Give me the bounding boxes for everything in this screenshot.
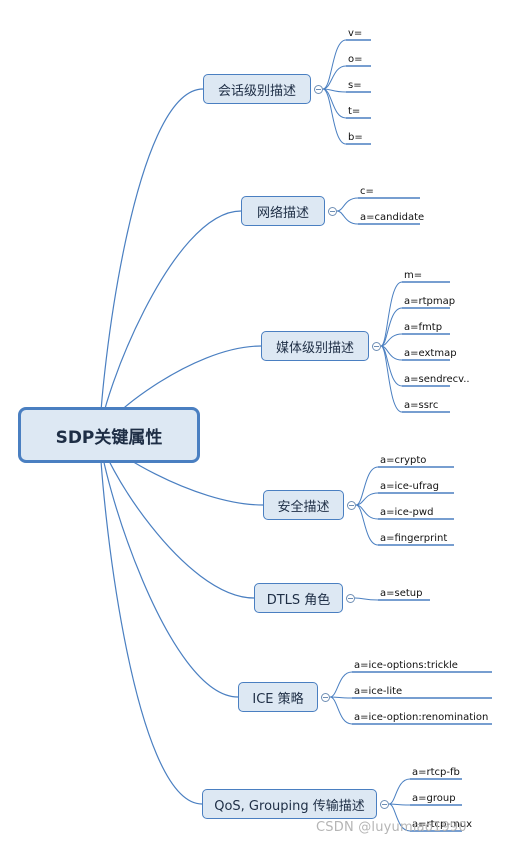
root-node[interactable]: SDP关键属性: [18, 407, 200, 463]
leaf-label[interactable]: a=ice-pwd: [380, 507, 434, 518]
leaf-label[interactable]: a=ice-ufrag: [380, 481, 439, 492]
collapse-toggle-icon[interactable]: [321, 692, 330, 702]
branch-node[interactable]: 安全描述: [263, 490, 344, 520]
leaf-connector: [355, 492, 379, 506]
leaf-label[interactable]: a=ice-options:trickle: [354, 660, 458, 671]
branch-node[interactable]: ICE 策略: [238, 682, 318, 712]
leaf-label[interactable]: a=rtpmap: [404, 296, 456, 307]
leaf-label[interactable]: a=group: [412, 793, 456, 804]
leaf-connector: [380, 307, 403, 347]
leaf-connector: [388, 778, 411, 805]
leaf-label[interactable]: a=rtcp-mux: [412, 819, 472, 830]
leaf-label[interactable]: a=fmtp: [404, 322, 443, 333]
leaf-label[interactable]: o=: [348, 54, 363, 65]
leaf-label[interactable]: a=ice-option:renomination: [354, 712, 489, 723]
leaf-label[interactable]: a=ssrc: [404, 400, 439, 411]
leaf-label[interactable]: s=: [348, 80, 362, 91]
leaf-connector: [388, 803, 411, 806]
leaf-label[interactable]: v=: [348, 28, 363, 39]
collapse-toggle-icon[interactable]: [380, 799, 389, 809]
leaf-connector: [329, 696, 353, 725]
leaf-label[interactable]: t=: [348, 106, 361, 117]
branch-node[interactable]: 网络描述: [241, 196, 325, 226]
leaf-connector: [329, 696, 353, 699]
branch-node[interactable]: QoS, Grouping 传输描述: [202, 789, 377, 819]
leaf-connector: [388, 803, 411, 832]
leaf-connector: [380, 345, 403, 413]
branch-connector: [99, 434, 239, 698]
leaf-label[interactable]: c=: [360, 186, 374, 197]
leaf-connector: [329, 671, 353, 698]
branch-node[interactable]: DTLS 角色: [254, 583, 343, 613]
branch-connector: [99, 434, 203, 805]
leaf-label[interactable]: a=candidate: [360, 212, 425, 223]
leaf-label[interactable]: a=ice-lite: [354, 686, 403, 697]
branch-connector: [99, 210, 242, 436]
collapse-toggle-icon[interactable]: [314, 84, 323, 94]
leaf-connector: [380, 281, 403, 347]
leaf-label[interactable]: a=rtcp-fb: [412, 767, 460, 778]
leaf-connector: [355, 466, 379, 506]
leaf-connector: [336, 197, 359, 212]
branch-node[interactable]: 媒体级别描述: [261, 331, 369, 361]
leaf-connector: [322, 65, 347, 90]
branch-node[interactable]: 会话级别描述: [203, 74, 311, 104]
watermark: CSDN @luyumiao1990: [316, 820, 467, 835]
collapse-toggle-icon[interactable]: [372, 341, 381, 351]
leaf-connector: [355, 504, 379, 546]
collapse-toggle-icon[interactable]: [346, 593, 355, 603]
leaf-label[interactable]: a=extmap: [404, 348, 457, 359]
leaf-connector: [336, 210, 359, 225]
leaf-connector: [354, 597, 379, 601]
leaf-label[interactable]: a=crypto: [380, 455, 427, 466]
leaf-label[interactable]: a=setup: [380, 588, 423, 599]
leaf-label[interactable]: b=: [348, 132, 363, 143]
leaf-label[interactable]: m=: [404, 270, 423, 281]
leaf-label[interactable]: a=sendrecv..: [404, 374, 470, 385]
leaf-connector: [322, 88, 347, 145]
leaf-label[interactable]: a=fingerprint: [380, 533, 448, 544]
branch-connector: [99, 88, 204, 436]
collapse-toggle-icon[interactable]: [328, 206, 337, 216]
leaf-connector: [322, 39, 347, 90]
collapse-toggle-icon[interactable]: [347, 500, 356, 510]
leaf-connector: [380, 333, 403, 347]
